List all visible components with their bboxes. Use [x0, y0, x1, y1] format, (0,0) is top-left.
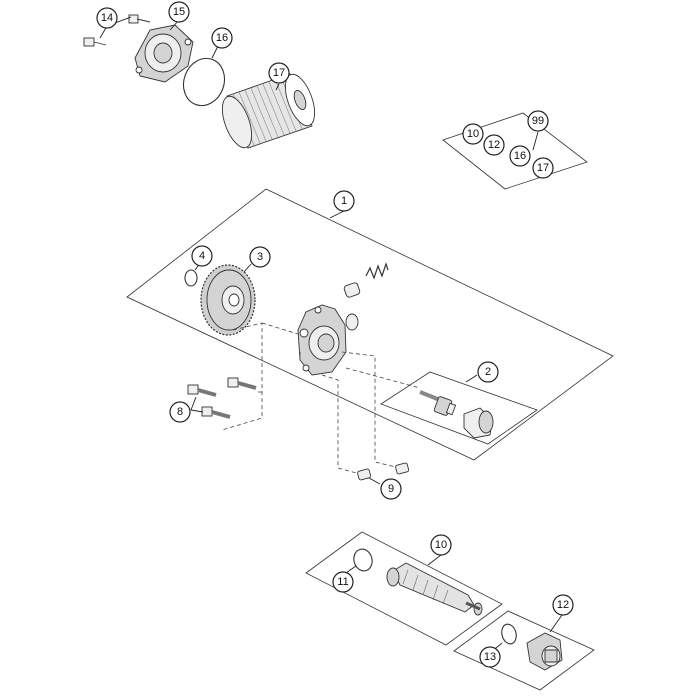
kit-callout-12: 12 [483, 134, 505, 156]
kit-callout-10-label: 10 [467, 128, 479, 140]
filter-cover-part-15[interactable] [134, 24, 194, 83]
kit-callout-17-label: 17 [537, 162, 549, 174]
valve-panel-2 [380, 371, 538, 445]
callout-99-label: 99 [532, 115, 544, 127]
kit-callout-16: 16 [509, 145, 531, 167]
callout-3-label: 3 [257, 251, 263, 263]
valve-cup-part[interactable] [463, 407, 494, 439]
bolt-part-8b[interactable] [227, 377, 257, 390]
kit-callout-17: 17 [532, 157, 554, 179]
callout-15-label: 15 [173, 6, 185, 18]
callout-99: 99 [527, 110, 549, 132]
sleeve-part[interactable] [343, 282, 361, 298]
o-ring-part-16[interactable] [177, 53, 231, 112]
callout-2: 2 [477, 361, 499, 383]
drain-plug-part-12[interactable] [526, 632, 563, 671]
bolt-part-8a[interactable] [187, 384, 217, 397]
dowel-part-9b[interactable] [395, 462, 410, 475]
callout-11: 11 [332, 571, 354, 593]
bolt-part-14b[interactable] [128, 14, 151, 24]
kit-panel-99 [442, 112, 588, 190]
oil-filter-part-17[interactable] [216, 71, 320, 152]
pump-gear-part-3[interactable] [200, 264, 256, 336]
kit-callout-10: 10 [462, 123, 484, 145]
callout-9: 9 [380, 478, 402, 500]
callout-1-label: 1 [341, 195, 347, 207]
callout-13-label: 13 [484, 651, 496, 663]
callout-17-label: 17 [273, 67, 285, 79]
circlip-part-4[interactable] [184, 269, 198, 287]
callout-14-label: 14 [101, 12, 113, 24]
kit-callout-12-label: 12 [488, 139, 500, 151]
bolt-part-14a[interactable] [83, 37, 107, 47]
callout-16-label: 16 [216, 32, 228, 44]
callout-16: 16 [211, 27, 233, 49]
callout-8-label: 8 [177, 406, 183, 418]
callout-9-label: 9 [388, 483, 394, 495]
oil-pump-housing[interactable] [297, 304, 359, 376]
callout-3: 3 [249, 246, 271, 268]
callout-13: 13 [479, 646, 501, 668]
callout-10: 10 [430, 534, 452, 556]
kit-callout-16-label: 16 [514, 150, 526, 162]
oil-screen-panel [305, 531, 503, 646]
o-ring-part-13[interactable] [500, 623, 519, 646]
callout-4: 4 [191, 245, 213, 267]
callout-1: 1 [333, 190, 355, 212]
oil-pump-panel-1 [126, 188, 614, 461]
callout-17: 17 [268, 62, 290, 84]
callout-12: 12 [552, 594, 574, 616]
bolt-part-8c[interactable] [201, 406, 231, 419]
callout-11-label: 11 [337, 576, 348, 588]
valve-shaft-part[interactable] [419, 390, 457, 416]
dowel-part-9a[interactable] [357, 468, 372, 481]
callout-4-label: 4 [199, 250, 205, 262]
callout-14: 14 [96, 7, 118, 29]
spring-part[interactable] [365, 262, 389, 280]
callout-8: 8 [169, 401, 191, 423]
oil-screen-part-10[interactable] [386, 562, 483, 616]
callout-15: 15 [168, 1, 190, 23]
callout-10-label: 10 [435, 539, 447, 551]
drain-plug-panel [453, 610, 595, 691]
callout-12-label: 12 [557, 599, 569, 611]
callout-2-label: 2 [485, 366, 491, 378]
o-ring-part-11[interactable] [351, 547, 374, 573]
assembly-dash-lines [221, 322, 421, 475]
